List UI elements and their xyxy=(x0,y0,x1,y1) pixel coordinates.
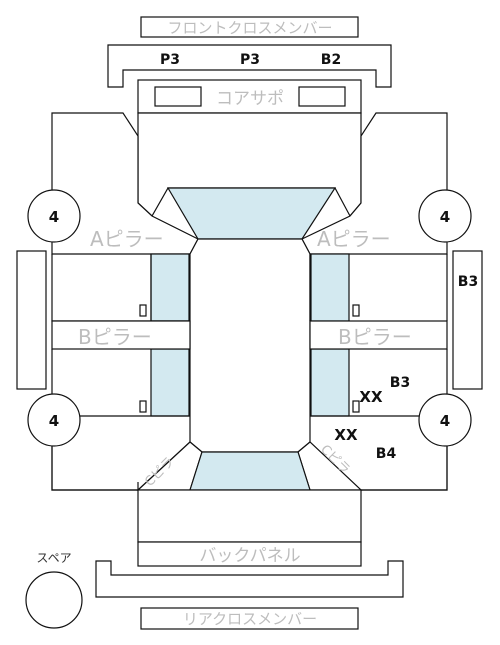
wheel-rear-left-mark: 4 xyxy=(49,412,59,430)
right-rear-door-handle[interactable] xyxy=(352,400,360,413)
left-front-door-handle[interactable] xyxy=(139,304,147,317)
right-side-panel[interactable] xyxy=(452,250,483,390)
wheel-front-left-mark: 4 xyxy=(49,208,59,226)
left-side-panel[interactable] xyxy=(16,250,47,390)
front-cross-member-box[interactable] xyxy=(140,16,359,38)
front-bumper-mark-3: B2 xyxy=(321,52,341,68)
rear-bumper[interactable] xyxy=(95,560,404,598)
wheel-rear-left[interactable] xyxy=(27,393,81,447)
rear-right-door-mark-1: XX xyxy=(359,388,383,406)
wheel-front-left[interactable] xyxy=(27,189,81,243)
rear-window[interactable] xyxy=(189,451,311,491)
spare-tire[interactable] xyxy=(25,571,83,629)
front-cross-member-label: フロントクロスメンバー xyxy=(167,19,332,37)
left-headlight[interactable] xyxy=(154,86,202,107)
right-headlight[interactable] xyxy=(298,86,346,107)
a-pillar-right-label: Aピラー xyxy=(317,227,391,251)
right-rear-window[interactable] xyxy=(310,348,350,417)
left-rear-door-handle[interactable] xyxy=(139,400,147,413)
rear-right-quarter-mark-2: B4 xyxy=(376,446,397,462)
wheel-rear-right-mark: 4 xyxy=(440,412,450,430)
rear-right-quarter-mark-1: XX xyxy=(334,426,358,444)
front-bumper[interactable] xyxy=(107,44,392,88)
back-panel-label: バックパネル xyxy=(199,546,300,566)
front-bumper-mark-2: P3 xyxy=(240,52,260,68)
left-front-window[interactable] xyxy=(150,253,190,322)
windshield[interactable] xyxy=(166,187,337,240)
right-front-window[interactable] xyxy=(310,253,350,322)
back-panel[interactable] xyxy=(137,541,362,567)
right-front-door[interactable] xyxy=(309,254,448,321)
rear-cross-member-label: リアクロスメンバー xyxy=(183,610,317,628)
left-b-pillar[interactable] xyxy=(51,320,191,350)
trunk[interactable] xyxy=(137,489,362,543)
front-bumper-mark-1: P3 xyxy=(160,52,180,68)
wheel-rear-right[interactable] xyxy=(418,393,472,447)
roof[interactable] xyxy=(189,238,311,453)
right-front-door-handle[interactable] xyxy=(352,304,360,317)
right-b-pillar[interactable] xyxy=(309,320,448,350)
rear-right-door-mark-2: B3 xyxy=(390,375,410,391)
b-pillar-right-label: Bピラー xyxy=(338,325,412,349)
right-side-panel-mark: B3 xyxy=(458,274,478,290)
spare-label: スペア xyxy=(36,551,71,565)
rear-cross-member-box[interactable] xyxy=(140,607,359,630)
b-pillar-left-label: Bピラー xyxy=(78,325,152,349)
core-support-label: コアサポ xyxy=(216,89,284,109)
wheel-front-right[interactable] xyxy=(418,189,472,243)
left-rear-window[interactable] xyxy=(150,348,190,417)
wheel-front-right-mark: 4 xyxy=(440,208,450,226)
a-pillar-left-label: Aピラー xyxy=(90,227,164,251)
